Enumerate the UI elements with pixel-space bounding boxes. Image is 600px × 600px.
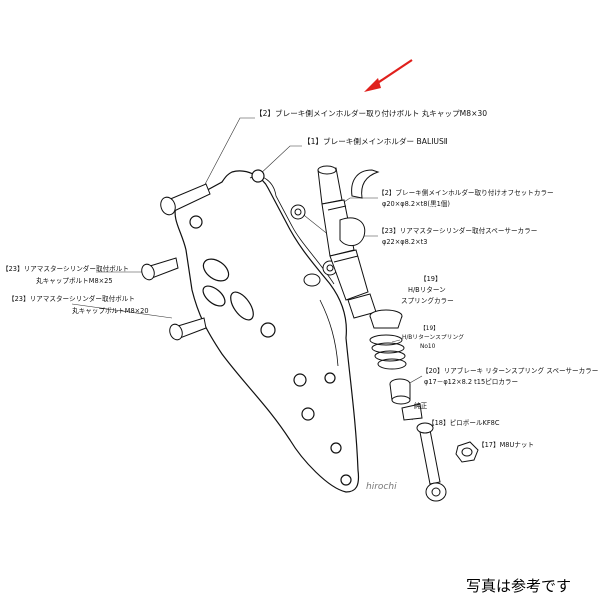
main-holder-plate [174, 169, 360, 493]
label-part2-collar-title: 【2】ブレーキ側メインホルダー取り付けオフセットカラー [378, 189, 554, 197]
return-spring [369, 334, 407, 370]
label-part1-holder: 【1】ブレーキ側メインホルダー BALIUSⅡ [303, 137, 448, 146]
label-part23-bolt-b-title: 【23】リアマスターシリンダー取付ボルト [8, 295, 135, 303]
master-cylinder [317, 165, 380, 319]
reference-note: 写真は参考です [466, 577, 572, 595]
label-part23-spacer-title: 【23】リアマスターシリンダー取付スペーサーカラー [378, 227, 538, 235]
label-part19a-name2: スプリングカラー [401, 297, 454, 305]
label-part20-size: φ17－φ12×8.2 t15ピロカラー [424, 378, 519, 386]
label-part20-title: 【20】リアブレーキ リターンスプリング スペーサーカラー [422, 367, 599, 375]
label-part19a-name1: H/Bリターン [408, 286, 446, 294]
label-part2-bolt: 【2】ブレーキ側メインホルダー取り付けボルト 丸キャップM8×30 [255, 109, 488, 118]
label-part19b-no: No10 [420, 344, 436, 350]
bolt-m8x20 [169, 317, 207, 341]
label-part23-bolt-a-size: 丸キャップボルトM8×25 [36, 277, 113, 285]
label-part18: 【18】ピロボールKF8C [428, 419, 500, 427]
return-spring-collar [369, 309, 403, 329]
spacer-collar [389, 378, 411, 405]
label-part17: 【17】M8Uナット [478, 441, 535, 449]
label-adjust: 純正 [414, 402, 428, 410]
label-part23-bolt-a-title: 【23】リアマスターシリンダー取付ボルト [2, 265, 129, 273]
clevis [401, 403, 423, 421]
label-part19b-num: 【19】 [420, 326, 439, 332]
pillow-ball-rod [416, 422, 447, 502]
label-part23-bolt-b-size: 丸キャップボルトM8×20 [72, 307, 149, 315]
label-part19b-name: H/Bリターンスプリング [402, 335, 465, 341]
label-part2-collar-size: φ20×φ8.2×t8(黒1個) [382, 200, 450, 208]
label-part23-spacer-size: φ22×φ8.2×t3 [382, 238, 428, 246]
bolt-m8x25 [141, 257, 179, 281]
watermark: hirochi [366, 482, 397, 492]
m8u-nut [455, 441, 479, 463]
red-arrow-icon [364, 59, 413, 92]
label-part19a-num: 【19】 [420, 275, 442, 283]
rear-mount-bolt-top [160, 183, 211, 216]
collars [290, 204, 338, 287]
